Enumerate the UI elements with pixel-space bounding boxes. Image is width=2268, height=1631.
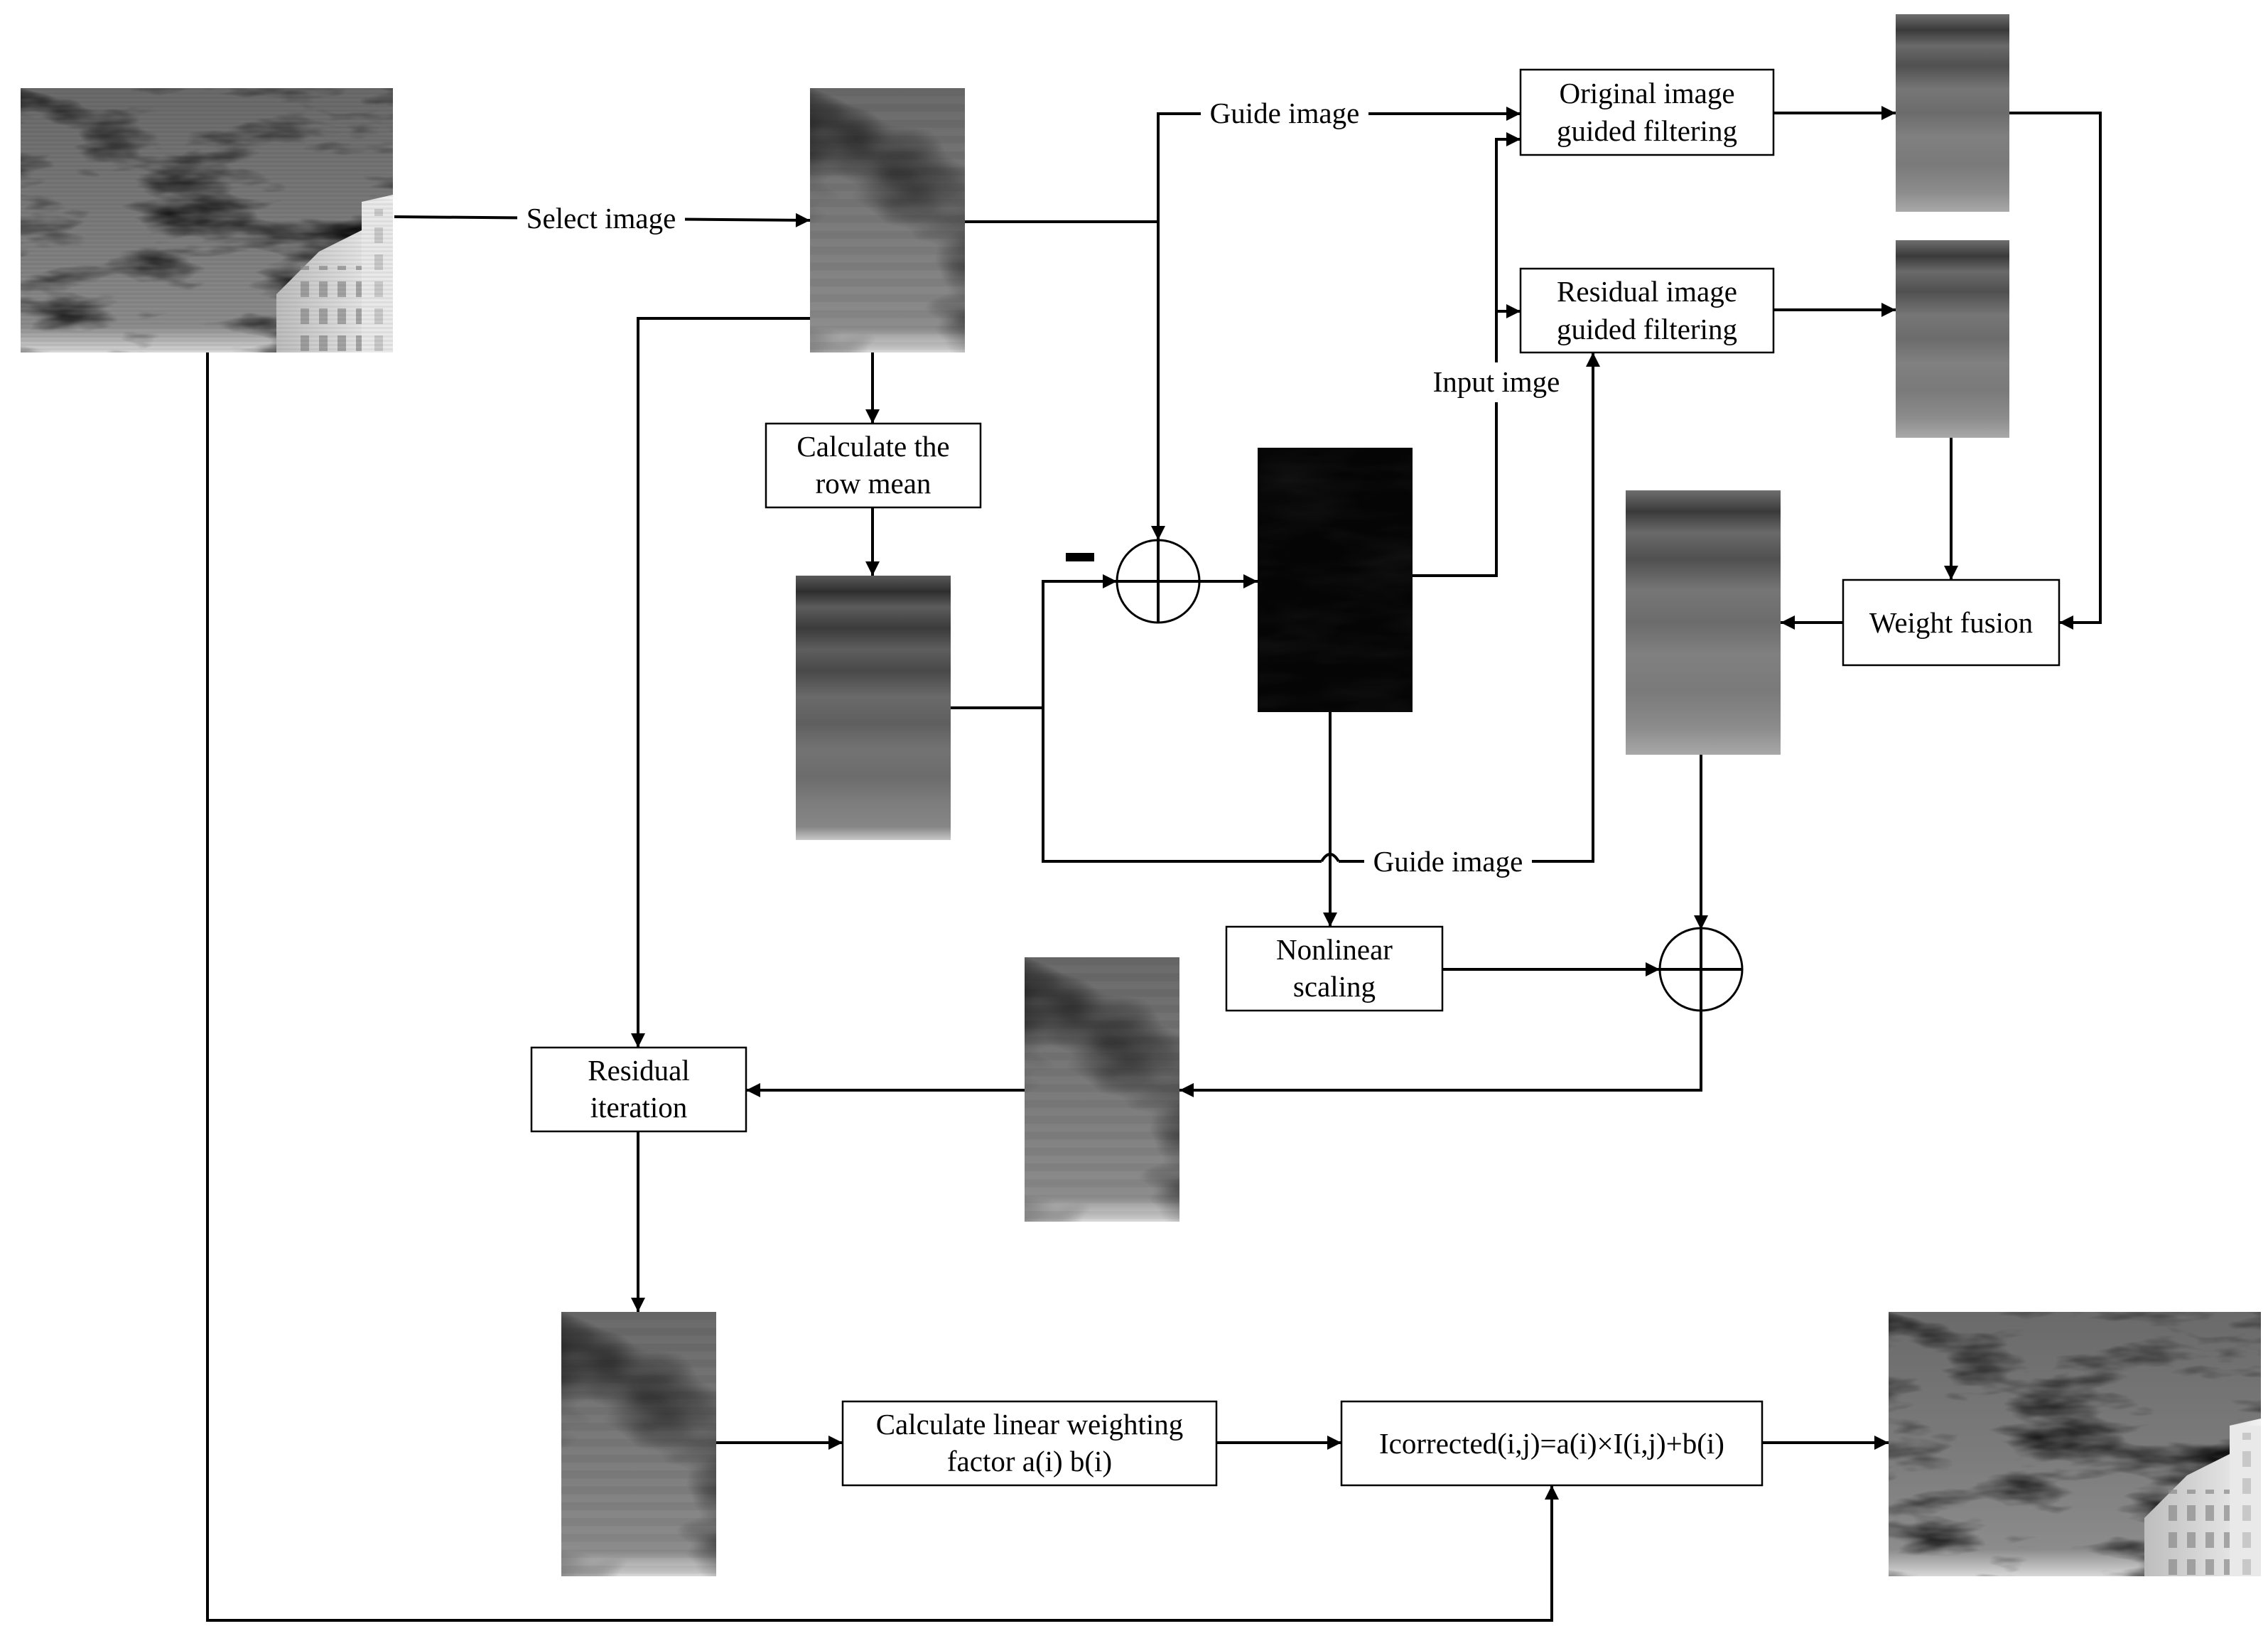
edge-row-mean-to-guide — [1042, 708, 1322, 863]
residual-filter-line2: guided filtering — [1557, 313, 1737, 345]
weight-fusion-label: Weight fusion — [1869, 606, 2033, 639]
nonlinear-scaling-line1: Nonlinear — [1276, 933, 1393, 966]
original-filter-box — [1519, 68, 1775, 156]
label-guide-image-top: Guide image — [1210, 97, 1360, 129]
edge-source-to-formula — [206, 352, 1559, 1622]
label-input-image: Input imge — [1433, 365, 1560, 398]
residual-iteration-line1: Residual — [588, 1054, 689, 1087]
edge-selected-to-iteration — [631, 317, 810, 1048]
residual-filter-box — [1519, 267, 1775, 354]
row-mean-box — [765, 422, 982, 509]
source-image — [21, 88, 393, 352]
residual-image — [1258, 448, 1413, 712]
edge-row-mean-to-adder — [951, 574, 1117, 709]
linear-factor-box — [841, 1400, 1218, 1487]
sum-node — [1658, 927, 1744, 1012]
row-mean-line2: row mean — [816, 467, 932, 500]
corrected-output-image — [1889, 1312, 2261, 1576]
selected-image — [810, 88, 965, 352]
edge-adder-to-scaled — [1179, 1011, 1702, 1097]
formula-label: Icorrected(i,j)=a(i)×I(i,j)+b(i) — [1379, 1427, 1724, 1460]
formula-box — [1340, 1400, 1764, 1487]
nonlinear-scaling-box — [1225, 925, 1444, 1012]
edge-original-output-to-fusion — [2009, 112, 2102, 630]
original-filter-output-image — [1896, 14, 2009, 212]
weight-fusion-box — [1842, 578, 2061, 667]
scaled-sum-image — [1025, 957, 1179, 1222]
original-filter-line1: Original image — [1559, 77, 1734, 109]
edge-guide-image-top — [1157, 107, 1521, 222]
minus-sign — [1066, 553, 1094, 561]
linear-factor-line2: factor a(i) b(i) — [947, 1445, 1112, 1477]
edge-input-image — [1413, 132, 1521, 577]
residual-iteration-line2: iteration — [590, 1091, 688, 1124]
label-select-image: Select image — [526, 202, 676, 235]
nonlinear-scaling-line2: scaling — [1293, 970, 1376, 1003]
linear-factor-line1: Calculate linear weighting — [876, 1408, 1184, 1441]
label-guide-image-bottom: Guide image — [1373, 845, 1523, 878]
original-filter-line2: guided filtering — [1557, 114, 1737, 147]
residual-filter-line1: Residual image — [1557, 275, 1737, 308]
weight-fusion-output-image — [1626, 490, 1781, 755]
residual-iteration-box — [530, 1046, 747, 1133]
iterated-image — [561, 1312, 716, 1576]
row-mean-line1: Calculate the — [796, 430, 949, 463]
residual-filter-output-image — [1896, 240, 2009, 438]
subtract-node — [1116, 539, 1201, 624]
row-mean-image — [796, 576, 951, 840]
